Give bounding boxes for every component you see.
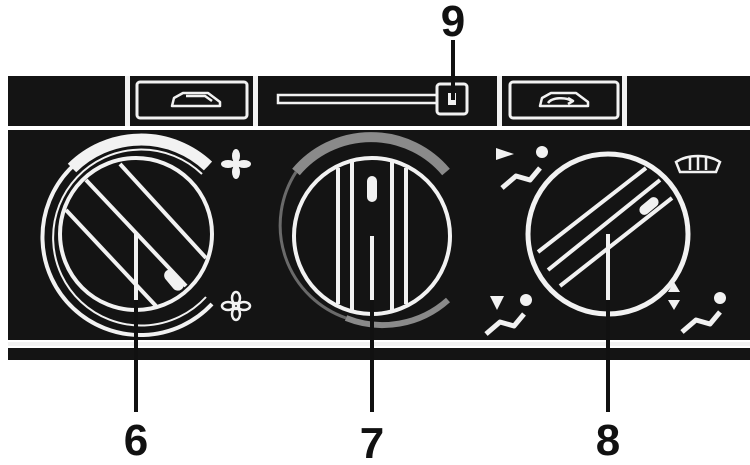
face-vent-icon xyxy=(496,146,548,190)
recirculation-car-icon xyxy=(538,91,590,108)
panel-bottom-line xyxy=(8,342,750,346)
windshield-defrost-icon xyxy=(674,154,722,174)
recirculation-button[interactable] xyxy=(508,80,620,120)
temperature-knob-pointer xyxy=(367,176,377,202)
temperature-cool-arc xyxy=(278,171,347,320)
fresh-air-car-icon xyxy=(170,91,222,108)
callout-8: 8 xyxy=(596,416,620,465)
temperature-warm-arc xyxy=(292,132,450,176)
temperature-bottom-arc xyxy=(344,297,451,329)
strip-separator xyxy=(622,76,627,126)
panel-bottom-band xyxy=(8,348,750,360)
distribution-knob-pointer xyxy=(639,197,659,215)
callout-7: 7 xyxy=(360,419,384,465)
fan-scale-arc-inner xyxy=(52,148,207,327)
fan-scale-arc-thick xyxy=(67,133,213,173)
strip-separator xyxy=(497,76,502,126)
fan-knob-pointer xyxy=(164,269,184,291)
callout-9: 9 xyxy=(441,0,465,46)
fan-low-icon xyxy=(220,290,252,322)
top-button-strip xyxy=(8,76,750,126)
strip-separator xyxy=(253,76,258,126)
strip-separator xyxy=(125,76,130,126)
temperature-knob-grip xyxy=(336,162,408,310)
feet-vent-icon xyxy=(484,294,532,336)
face-and-feet-vent-icon xyxy=(668,282,726,334)
callout-6: 6 xyxy=(124,416,148,465)
fan-high-icon xyxy=(221,149,251,179)
fresh-air-button[interactable] xyxy=(135,80,249,120)
fan-knob-grip xyxy=(64,162,208,308)
distribution-knob-grip xyxy=(536,166,674,288)
leader-line-stubs xyxy=(134,234,610,300)
